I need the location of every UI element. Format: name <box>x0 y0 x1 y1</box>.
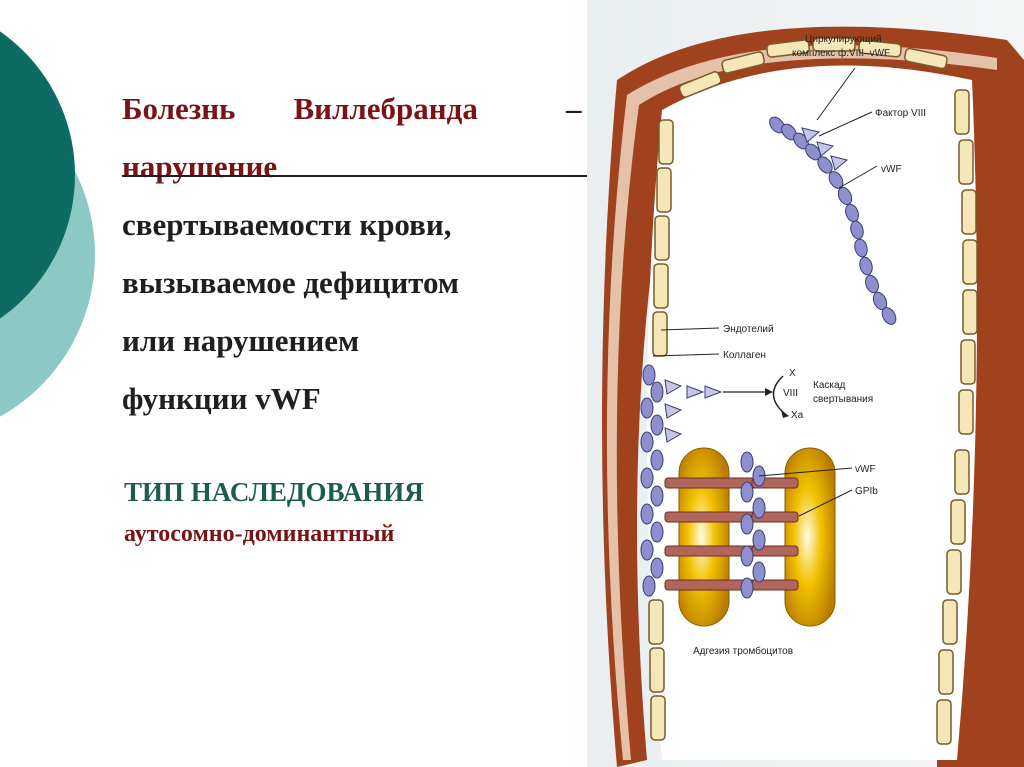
title-word-willebrand: Виллебранда <box>293 91 477 126</box>
slide-title: Болезнь Виллебранда нарушение свертываемо… <box>122 80 602 428</box>
label-cascade-2: свертывания <box>813 394 873 405</box>
platelet-left <box>679 448 729 626</box>
title-line-4: вызываемое дефицитом <box>122 254 602 312</box>
platelet-right <box>785 448 835 626</box>
title-line-2: нарушение <box>122 138 602 196</box>
label-cascade-1: Каскад <box>813 380 846 391</box>
title-word-disease: Болезнь <box>122 91 235 126</box>
label-endothelium: Эндотелий <box>723 324 774 335</box>
label-vwf-bottom: vWF <box>855 464 876 475</box>
label-circulating-complex-1: Циркулирующий <box>805 34 882 45</box>
inheritance-value: аутосомно-доминантный <box>124 521 394 548</box>
label-x: X <box>789 368 796 379</box>
label-factor-viii: Фактор VIII <box>875 108 926 119</box>
label-xa: Xa <box>791 410 804 421</box>
label-gpib: GPIb <box>855 486 878 497</box>
label-collagen: Коллаген <box>723 350 766 361</box>
decorative-circles <box>0 0 130 767</box>
title-underline <box>122 175 590 177</box>
label-platelet-adhesion: Адгезия тромбоцитов <box>693 645 793 657</box>
title-line-1: Болезнь Виллебранда <box>122 80 602 138</box>
title-line-3: свертываемости крови, <box>122 196 602 254</box>
label-vwf-top: vWF <box>881 164 902 175</box>
inheritance-heading: ТИП НАСЛЕДОВАНИЯ <box>124 477 424 508</box>
title-line-5: или нарушением <box>122 312 602 370</box>
label-viii: VIII <box>783 388 798 399</box>
title-dash: – <box>566 80 582 138</box>
title-line-6: функции vWF <box>122 370 602 428</box>
label-circulating-complex-2: комплекс ф.VIII–vWF <box>792 47 890 59</box>
vessel-diagram: Циркулирующий комплекс ф.VIII–vWF Фактор… <box>587 0 1024 767</box>
